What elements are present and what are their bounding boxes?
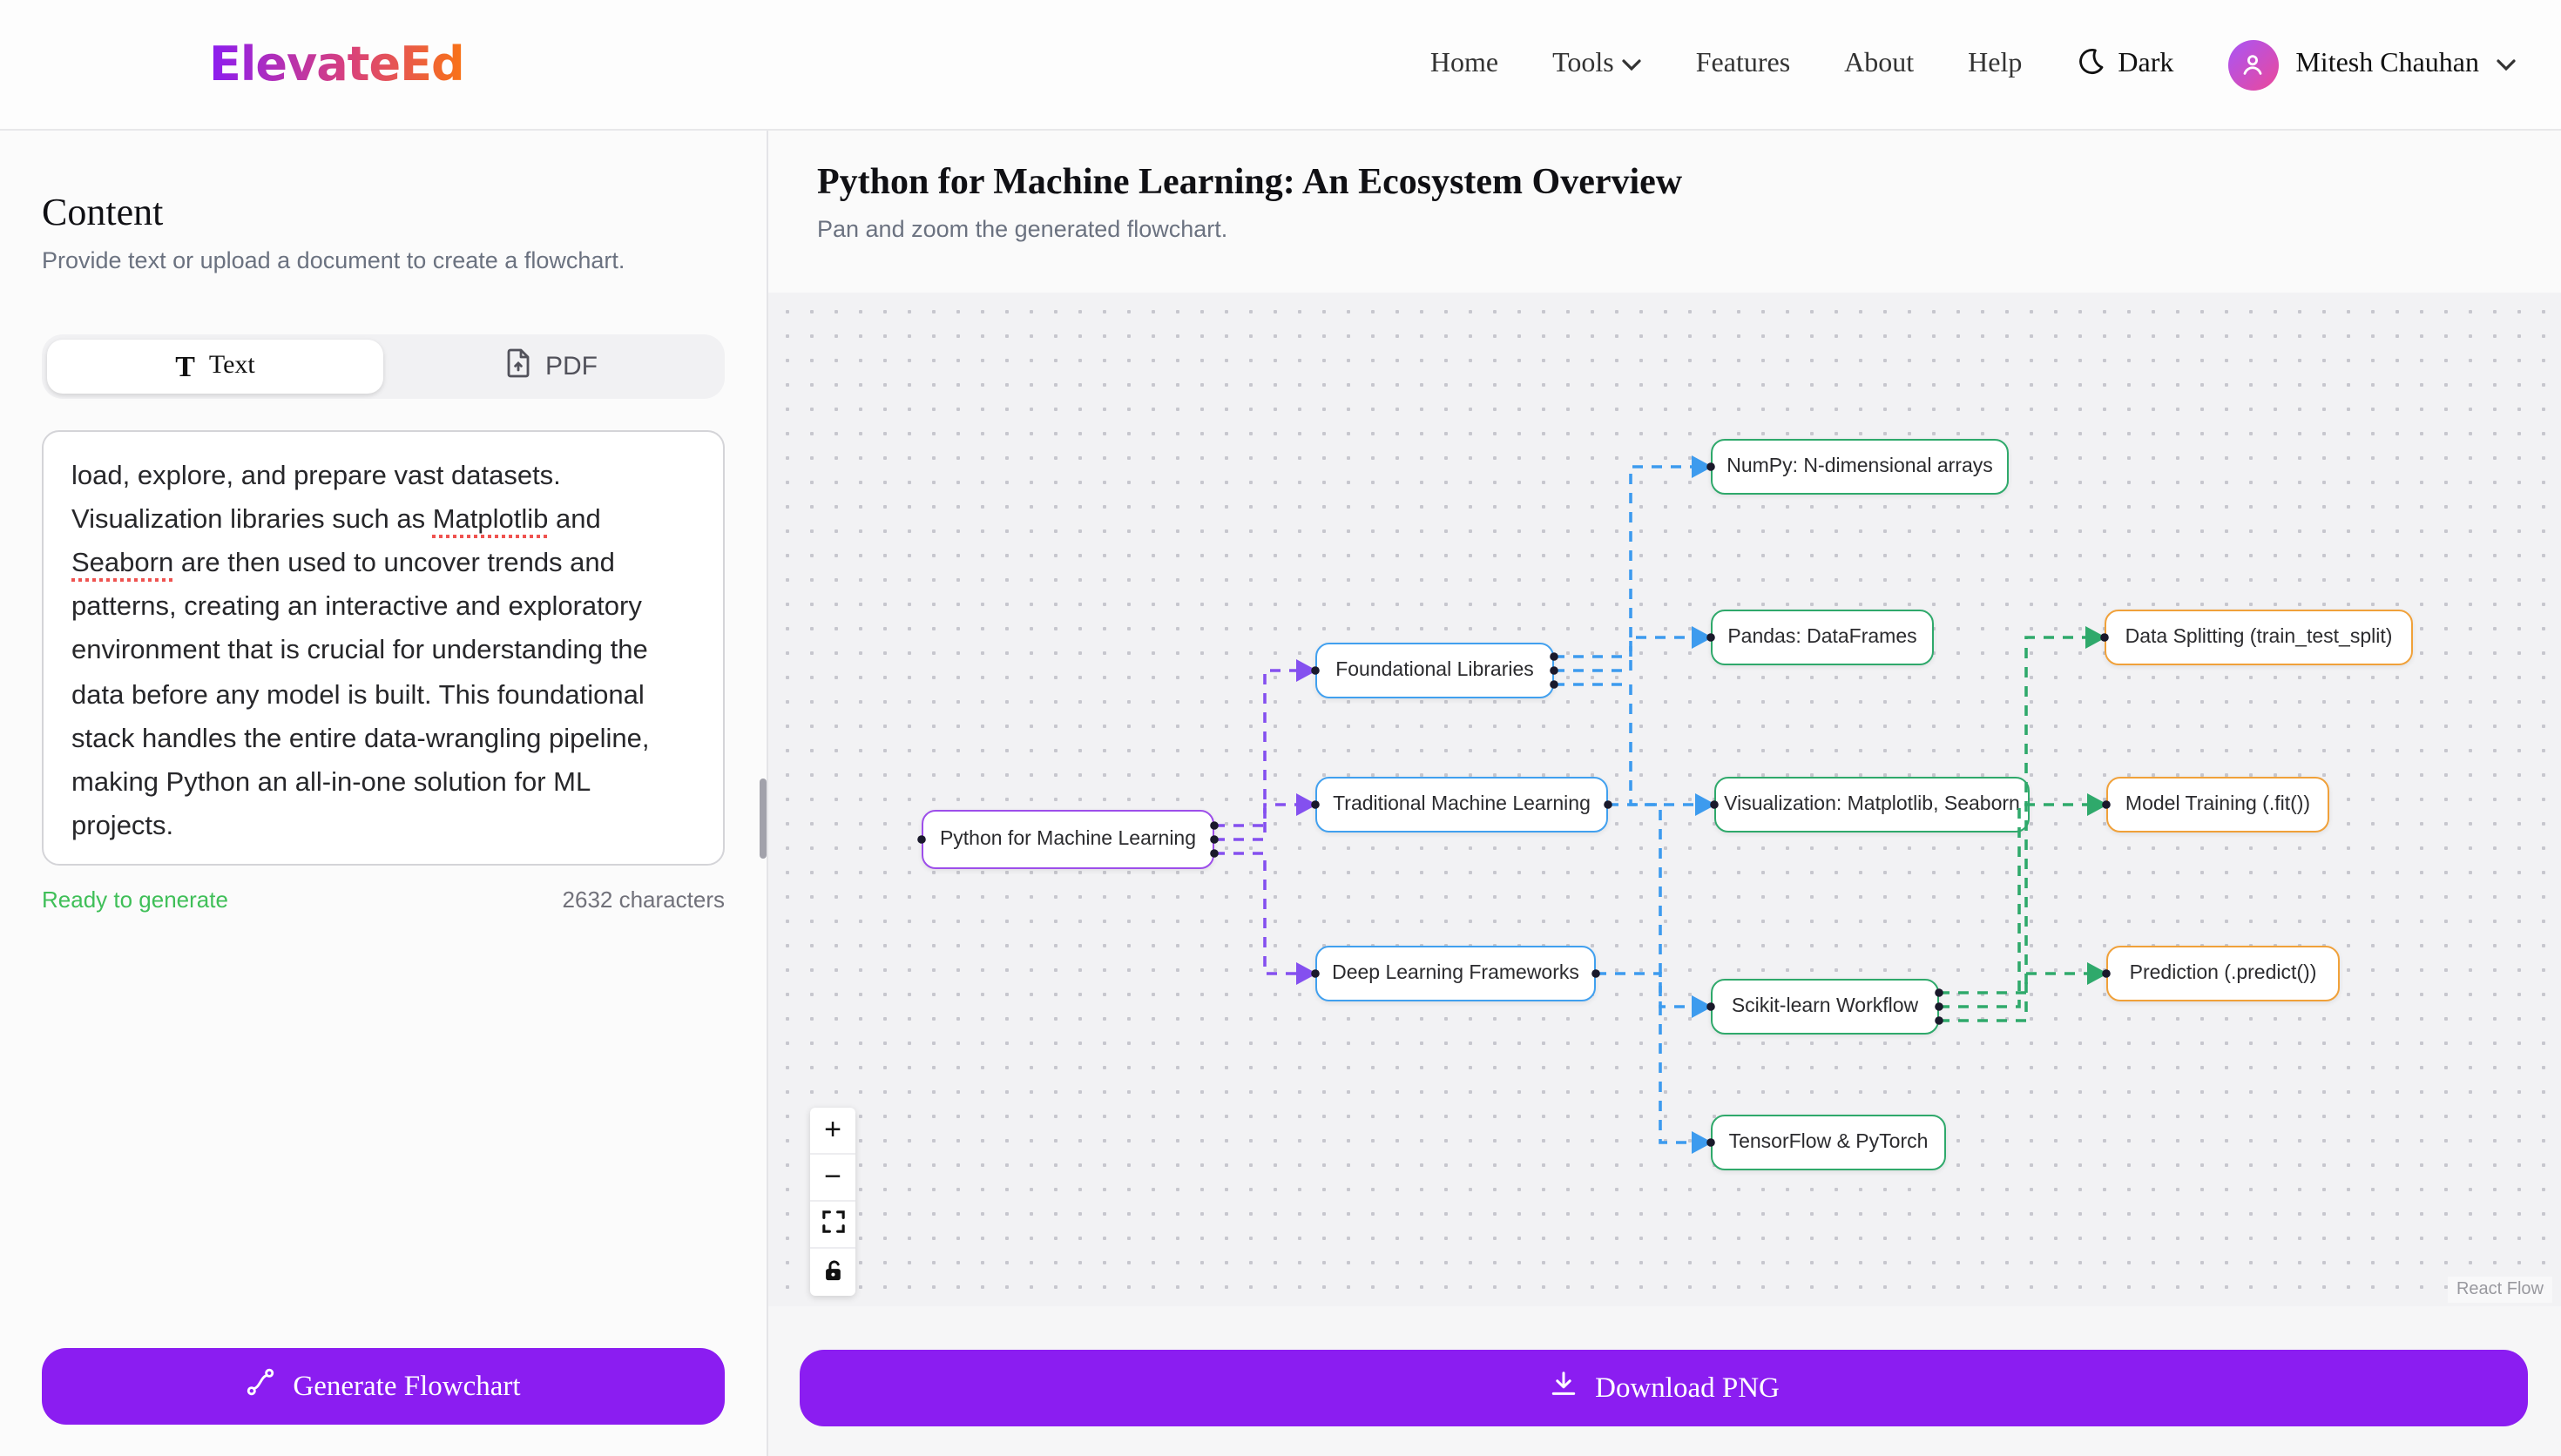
lock-open-icon bbox=[821, 1255, 844, 1290]
spellcheck-word: Matplotlib bbox=[432, 505, 549, 536]
nav-help[interactable]: Help bbox=[1968, 49, 2023, 78]
file-upload-icon bbox=[505, 348, 531, 385]
download-png-button[interactable]: Download PNG bbox=[800, 1350, 2528, 1426]
generate-flowchart-button[interactable]: Generate Flowchart bbox=[42, 1348, 725, 1425]
top-navbar: ElevateEd Home Tools Features About Help… bbox=[0, 0, 2561, 131]
zoom-in-icon: + bbox=[824, 1113, 841, 1146]
flow-node-root[interactable]: Python for Machine Learning bbox=[922, 810, 1214, 869]
panel-title: Content bbox=[42, 190, 164, 233]
user-menu[interactable]: Mitesh Chauhan bbox=[2227, 39, 2516, 90]
flow-node-numpy[interactable]: NumPy: N-dimensional arrays bbox=[1711, 439, 2009, 495]
status-badge: Ready to generate bbox=[42, 886, 228, 913]
app-logo[interactable]: ElevateEd bbox=[209, 37, 465, 91]
theme-toggle[interactable]: Dark bbox=[2076, 46, 2173, 83]
lock-toggle-button[interactable] bbox=[810, 1249, 855, 1296]
scrollbar-thumb[interactable] bbox=[760, 779, 767, 859]
text-type-icon: T bbox=[175, 350, 195, 383]
flow-node-visualization[interactable]: Visualization: Matplotlib, Seaborn bbox=[1714, 777, 2030, 832]
user-name: Mitesh Chauhan bbox=[2295, 49, 2479, 78]
nav-features[interactable]: Features bbox=[1695, 49, 1791, 78]
chevron-down-icon bbox=[2497, 58, 2516, 71]
moon-icon bbox=[2076, 46, 2104, 83]
canvas-controls: + − bbox=[810, 1108, 855, 1296]
generate-flowchart-label: Generate Flowchart bbox=[293, 1369, 521, 1402]
flowchart-subtitle: Pan and zoom the generated flowchart. bbox=[817, 216, 1228, 242]
zoom-out-button[interactable]: − bbox=[810, 1155, 855, 1202]
flow-node-foundational[interactable]: Foundational Libraries bbox=[1315, 643, 1554, 698]
tab-pdf[interactable]: PDF bbox=[383, 340, 720, 394]
flow-node-model-training[interactable]: Model Training (.fit()) bbox=[2106, 777, 2329, 832]
fit-view-icon bbox=[821, 1207, 844, 1242]
flow-node-data-splitting[interactable]: Data Splitting (train_test_split) bbox=[2105, 610, 2413, 665]
react-flow-attribution[interactable]: React Flow bbox=[2447, 1277, 2552, 1303]
chevron-down-icon bbox=[1623, 58, 1642, 71]
flow-node-deep-learning[interactable]: Deep Learning Frameworks bbox=[1315, 946, 1596, 1001]
flow-node-prediction[interactable]: Prediction (.predict()) bbox=[2106, 946, 2340, 1001]
panel-subtitle: Provide text or upload a document to cre… bbox=[42, 247, 625, 273]
main-nav: Home Tools Features About Help Dark bbox=[1430, 39, 2516, 90]
flow-node-traditional[interactable]: Traditional Machine Learning bbox=[1315, 777, 1608, 832]
download-png-label: Download PNG bbox=[1595, 1371, 1780, 1404]
char-count: 2632 characters bbox=[562, 886, 725, 913]
status-row: Ready to generate 2632 characters bbox=[42, 886, 725, 913]
content-panel: Content Provide text or upload a documen… bbox=[0, 131, 768, 1456]
tab-pdf-label: PDF bbox=[545, 352, 598, 381]
flow-node-scikit[interactable]: Scikit-learn Workflow bbox=[1711, 979, 1939, 1035]
flowchart-title: Python for Machine Learning: An Ecosyste… bbox=[817, 160, 1683, 202]
tab-text[interactable]: T Text bbox=[47, 340, 383, 394]
user-avatar-icon bbox=[2227, 39, 2279, 90]
theme-toggle-label: Dark bbox=[2118, 49, 2174, 78]
nav-about[interactable]: About bbox=[1844, 49, 1915, 78]
spline-icon bbox=[246, 1367, 275, 1405]
nav-home[interactable]: Home bbox=[1429, 49, 1499, 78]
flow-node-pandas[interactable]: Pandas: DataFrames bbox=[1711, 610, 1934, 665]
nav-tools[interactable]: Tools bbox=[1552, 49, 1642, 80]
download-icon bbox=[1548, 1369, 1578, 1407]
tab-text-label: Text bbox=[208, 352, 255, 380]
flow-node-tensorflow[interactable]: TensorFlow & PyTorch bbox=[1711, 1115, 1946, 1170]
flowchart-canvas[interactable]: Python for Machine Learning Foundational… bbox=[768, 293, 2561, 1306]
content-textarea[interactable]: load, explore, and prepare vast datasets… bbox=[42, 430, 725, 866]
input-mode-tabs: T Text PDF bbox=[42, 334, 725, 399]
flowchart-panel: Python for Machine Learning: An Ecosyste… bbox=[768, 131, 2561, 1456]
zoom-in-button[interactable]: + bbox=[810, 1108, 855, 1155]
fit-view-button[interactable] bbox=[810, 1202, 855, 1249]
spellcheck-word: Seaborn bbox=[71, 549, 174, 579]
zoom-out-icon: − bbox=[824, 1160, 841, 1193]
